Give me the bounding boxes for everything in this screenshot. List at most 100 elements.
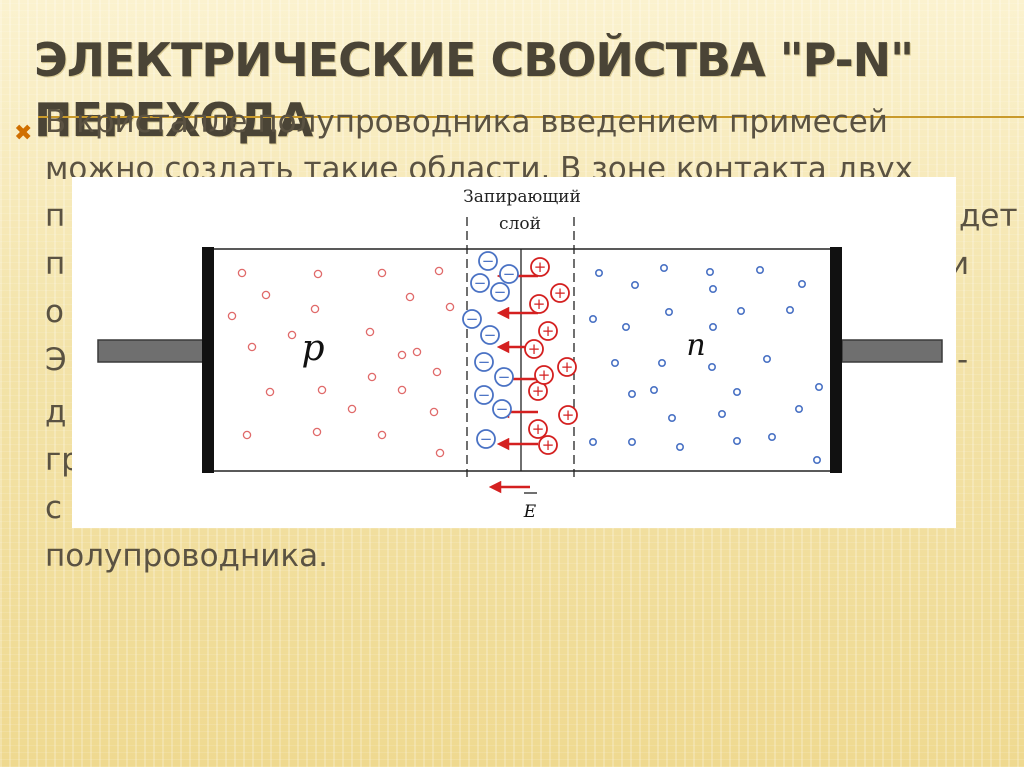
free-electron bbox=[736, 307, 745, 316]
hole bbox=[435, 448, 445, 458]
hole bbox=[377, 430, 387, 440]
free-electron bbox=[785, 306, 794, 315]
plus-sign: + bbox=[538, 366, 551, 384]
free-electron bbox=[588, 437, 597, 446]
pn-junction-diagram: Запирающий слой p n E −−−−−−−−−−−+++++++… bbox=[72, 177, 956, 528]
body-line: с bbox=[45, 490, 63, 526]
minus-sign: − bbox=[494, 283, 507, 301]
hole bbox=[377, 268, 387, 278]
free-electron bbox=[649, 386, 658, 395]
left-electrode bbox=[202, 247, 214, 473]
right-electrode bbox=[830, 247, 842, 473]
hole bbox=[445, 302, 455, 312]
hole bbox=[313, 269, 323, 279]
acceptor-ion-negative: − bbox=[474, 352, 494, 372]
free-electron bbox=[630, 281, 639, 290]
plus-sign: + bbox=[528, 340, 541, 358]
plus-sign: + bbox=[534, 258, 547, 276]
acceptor-ion-negative: − bbox=[480, 325, 500, 345]
hole bbox=[312, 427, 322, 437]
body-line: Э bbox=[45, 342, 67, 378]
plus-sign: + bbox=[532, 382, 545, 400]
hole bbox=[432, 367, 442, 377]
free-electron bbox=[675, 442, 684, 451]
x-mark-bullet-icon: ✖ bbox=[14, 121, 33, 146]
field-arrows bbox=[488, 269, 538, 494]
hole bbox=[237, 268, 247, 278]
crystal-body bbox=[207, 248, 839, 472]
hole bbox=[405, 292, 415, 302]
donor-ion-positive: + bbox=[528, 419, 548, 439]
free-electron bbox=[762, 355, 771, 364]
free-electron bbox=[732, 388, 741, 397]
left-lead bbox=[97, 339, 207, 363]
acceptor-ion-negative: − bbox=[492, 399, 512, 419]
hole bbox=[242, 430, 252, 440]
hole bbox=[265, 387, 275, 397]
hole bbox=[397, 350, 407, 360]
acceptor-ion-negative: − bbox=[476, 429, 496, 449]
hole bbox=[310, 304, 320, 314]
free-electron bbox=[717, 410, 726, 419]
minus-sign: − bbox=[474, 274, 487, 292]
minus-sign: − bbox=[478, 386, 491, 404]
title-divider bbox=[38, 116, 1024, 118]
plus-sign: + bbox=[542, 436, 555, 454]
free-electron bbox=[812, 455, 821, 464]
barrier-label-line1: Запирающий bbox=[463, 187, 581, 207]
donor-ion-positive: + bbox=[530, 257, 550, 277]
donor-ion-positive: + bbox=[534, 365, 554, 385]
donor-ion-positive: + bbox=[538, 321, 558, 341]
free-electron bbox=[732, 436, 741, 445]
donor-ion-positive: + bbox=[529, 294, 549, 314]
body-line: о bbox=[45, 294, 64, 330]
p-region-label: p bbox=[301, 328, 324, 369]
body-line: В кристалле полупроводника введением при… bbox=[45, 104, 888, 140]
free-electron bbox=[621, 323, 630, 332]
body-line: п bbox=[45, 246, 66, 282]
minus-sign: − bbox=[478, 353, 491, 371]
acceptor-ion-negative: − bbox=[499, 264, 519, 284]
body-line: д bbox=[45, 394, 67, 430]
body-line: п bbox=[45, 198, 66, 234]
free-electron bbox=[708, 285, 717, 294]
body-line: дет bbox=[959, 198, 1018, 234]
free-electron bbox=[664, 308, 673, 317]
minus-sign: − bbox=[496, 400, 509, 418]
hole bbox=[347, 404, 357, 414]
minus-sign: − bbox=[466, 310, 479, 328]
acceptor-ion-negative: − bbox=[462, 309, 482, 329]
hole bbox=[412, 347, 422, 357]
plus-sign: + bbox=[532, 420, 545, 438]
plus-sign: + bbox=[542, 322, 555, 340]
minus-sign: − bbox=[503, 265, 516, 283]
minus-sign: − bbox=[482, 252, 495, 270]
free-electron bbox=[705, 268, 714, 277]
hole bbox=[247, 342, 257, 352]
minus-sign: − bbox=[484, 326, 497, 344]
free-electron bbox=[755, 266, 764, 275]
acceptor-ion-negative: − bbox=[474, 385, 494, 405]
minus-sign: − bbox=[498, 368, 511, 386]
minus-sign: − bbox=[480, 430, 493, 448]
free-electron bbox=[767, 432, 776, 441]
free-electron bbox=[627, 390, 636, 399]
free-electron bbox=[814, 383, 823, 392]
donor-ion-positive: + bbox=[558, 405, 578, 425]
acceptor-ion-negative: − bbox=[494, 367, 514, 387]
free-electron bbox=[708, 323, 717, 332]
free-electron bbox=[667, 414, 676, 423]
acceptor-ion-negative: − bbox=[478, 251, 498, 271]
hole bbox=[365, 327, 375, 337]
hole bbox=[287, 330, 297, 340]
body-line: полупроводника. bbox=[45, 538, 328, 574]
n-region-label: n bbox=[686, 328, 705, 363]
acceptor-ion-negative: − bbox=[490, 282, 510, 302]
donor-ion-positive: + bbox=[524, 339, 544, 359]
hole bbox=[397, 385, 407, 395]
acceptor-ion-negative: − bbox=[470, 273, 490, 293]
free-electron bbox=[707, 363, 716, 372]
plus-sign: + bbox=[562, 406, 575, 424]
hole bbox=[434, 266, 444, 276]
plus-sign: + bbox=[554, 284, 567, 302]
